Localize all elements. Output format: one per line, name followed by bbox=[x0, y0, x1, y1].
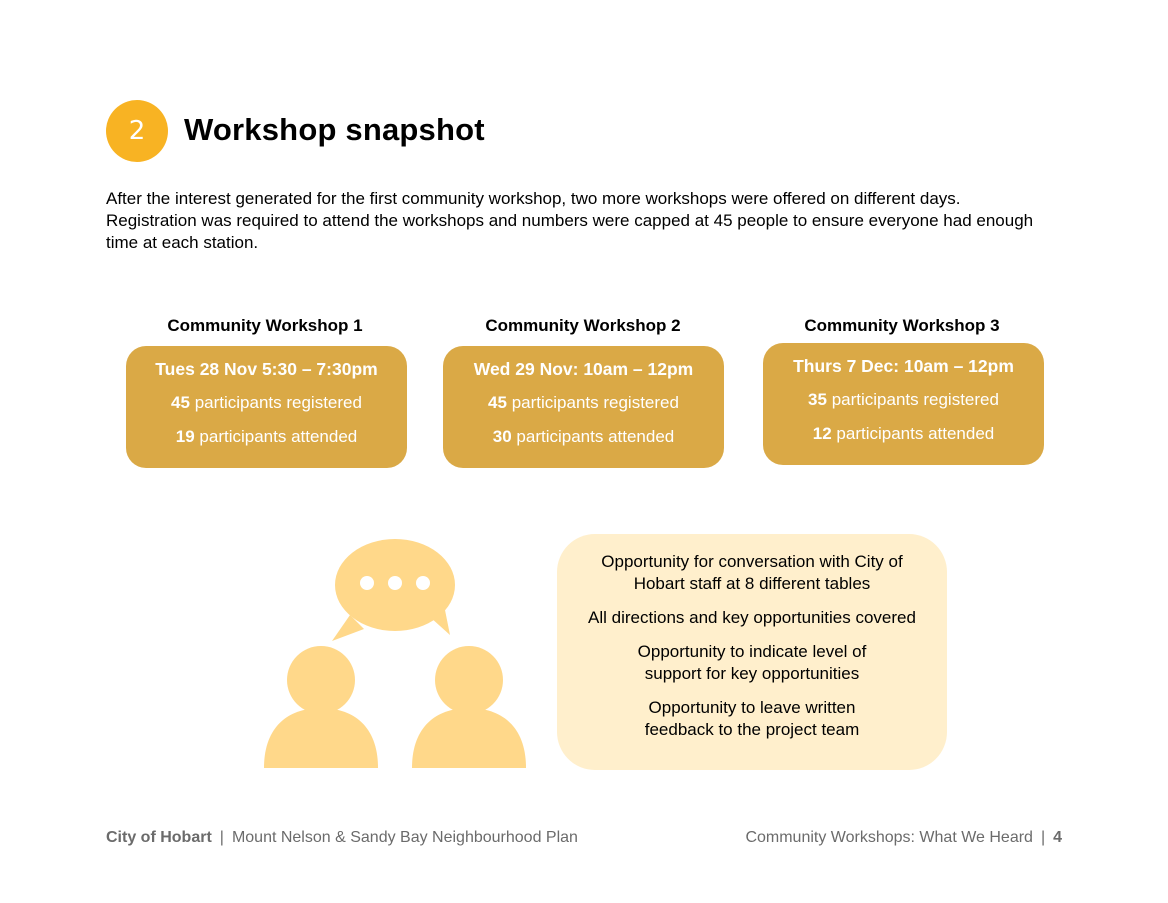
section-number: 2 bbox=[128, 116, 146, 146]
workshop-1-registered: 45 participants registered bbox=[126, 392, 407, 426]
attended-label: participants attended bbox=[836, 424, 995, 443]
feature-note: All directions and key opportunities cov… bbox=[588, 608, 916, 627]
workshop-3-registered: 35 participants registered bbox=[763, 389, 1044, 423]
workshop-1-attended: 19 participants attended bbox=[126, 426, 407, 460]
workshop-2-datetime: Wed 29 Nov: 10am – 12pm bbox=[473, 359, 694, 379]
workshop-3-card: Thurs 7 Dec: 10am – 12pm 35 participants… bbox=[763, 343, 1044, 465]
footer-org: City of Hobart bbox=[106, 829, 212, 846]
registered-count: 45 bbox=[488, 393, 507, 412]
conversation-people-icon bbox=[264, 539, 526, 768]
workshop-3-attended: 12 participants attended bbox=[763, 423, 1044, 457]
registered-count: 45 bbox=[171, 393, 190, 412]
registered-label: participants registered bbox=[831, 390, 999, 409]
workshop-2-attended: 30 participants attended bbox=[443, 426, 724, 460]
page-title: Workshop snapshot bbox=[184, 112, 485, 147]
attended-label: participants attended bbox=[199, 427, 358, 446]
registered-label: participants registered bbox=[511, 393, 679, 412]
footer-separator: | bbox=[219, 829, 224, 846]
feature-note: Opportunity to indicate level of support… bbox=[637, 642, 867, 683]
workshop-1-card: Tues 28 Nov 5:30 – 7:30pm 45 participant… bbox=[126, 346, 407, 468]
footer-doc-title: Community Workshops: What We Heard bbox=[745, 829, 1033, 846]
feature-note: Opportunity for conversation with City o… bbox=[601, 552, 903, 593]
attended-count: 30 bbox=[492, 427, 512, 446]
section-number-badge: 2 bbox=[106, 100, 168, 162]
attended-count: 12 bbox=[812, 424, 832, 443]
footer-right: Community Workshops: What We Heard | 4 bbox=[745, 829, 1062, 847]
workshop-2-card: Wed 29 Nov: 10am – 12pm 45 participants … bbox=[443, 346, 724, 468]
footer-left: City of Hobart | Mount Nelson & Sandy Bay … bbox=[106, 829, 578, 847]
page-number: 4 bbox=[1053, 829, 1062, 846]
attended-label: participants attended bbox=[516, 427, 675, 446]
workshop-features-box: Opportunity for conversation with City o… bbox=[557, 534, 947, 770]
intro-paragraph: After the interest generated for the fir… bbox=[106, 189, 1034, 252]
registered-count: 35 bbox=[808, 390, 827, 409]
attended-count: 19 bbox=[175, 427, 195, 446]
workshop-2-title: Community Workshop 2 bbox=[485, 316, 681, 335]
feature-note: Opportunity to leave written feedback to… bbox=[644, 698, 860, 739]
workshop-3-title: Community Workshop 3 bbox=[804, 316, 1000, 335]
workshop-3-datetime: Thurs 7 Dec: 10am – 12pm bbox=[793, 356, 1014, 376]
workshop-2-registered: 45 participants registered bbox=[443, 392, 724, 426]
registered-label: participants registered bbox=[194, 393, 362, 412]
footer-plan: Mount Nelson & Sandy Bay Neighbourhood P… bbox=[231, 829, 578, 846]
workshop-1-title: Community Workshop 1 bbox=[167, 316, 363, 335]
footer-separator: | bbox=[1040, 829, 1046, 846]
workshop-1-datetime: Tues 28 Nov 5:30 – 7:30pm bbox=[155, 359, 378, 379]
